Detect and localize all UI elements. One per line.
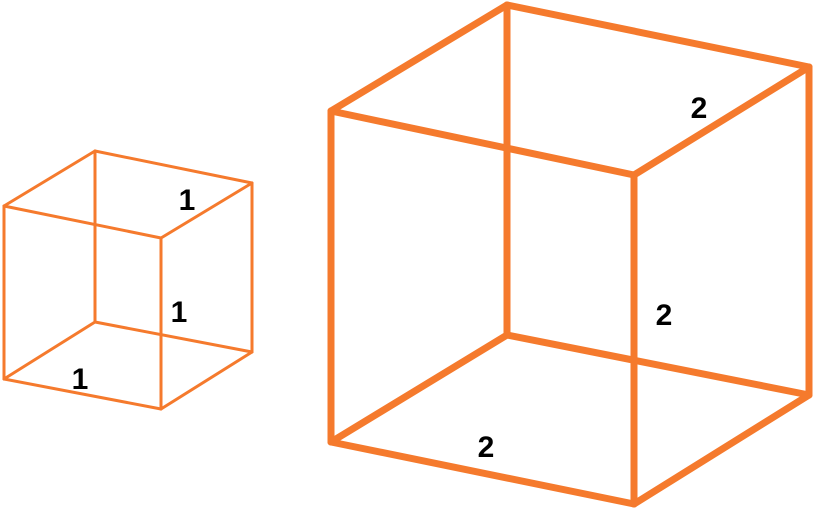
large-cube-edge [327,1,511,115]
small-cube-edge [93,320,254,354]
small-cube-bottom-edge-label: 1 [72,363,89,396]
small-cube-edge [93,149,254,185]
large-cube-bottom-edge-label: 2 [478,431,495,464]
large-cube [327,1,813,508]
small-cube-edge [159,350,254,411]
large-cube-side-edge-label: 2 [656,299,673,332]
large-cube-edge [630,391,813,508]
small-cube [2,149,254,411]
large-cube-edge [327,438,638,508]
small-cube-edge [2,149,97,208]
large-cube-edge [503,1,813,71]
small-cube-side-edge-label: 1 [171,296,188,329]
large-cube-edge [630,63,813,179]
large-cube-edge [327,107,638,179]
small-cube-edge [159,181,254,240]
large-cube-top-edge-label: 2 [691,92,708,125]
small-cube-edge [2,377,163,411]
small-cube-edge [2,204,163,240]
large-cube-edge [503,331,813,399]
large-cube-edge [327,331,511,446]
small-cube-edge [2,320,97,381]
small-cube-top-edge-label: 1 [179,184,196,217]
